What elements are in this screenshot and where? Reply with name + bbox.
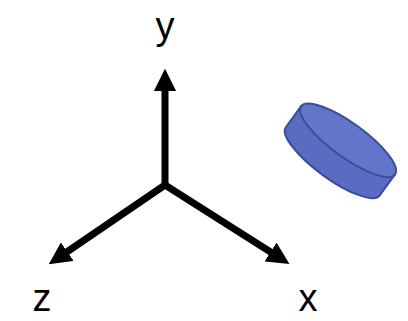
x-axis (165, 185, 280, 258)
cylinder-disk (276, 92, 405, 209)
axis-label: x (299, 279, 318, 317)
z-axis (58, 185, 165, 258)
axis-label: z (33, 279, 52, 317)
axis-label: y (156, 7, 175, 45)
y-axis (162, 80, 169, 185)
